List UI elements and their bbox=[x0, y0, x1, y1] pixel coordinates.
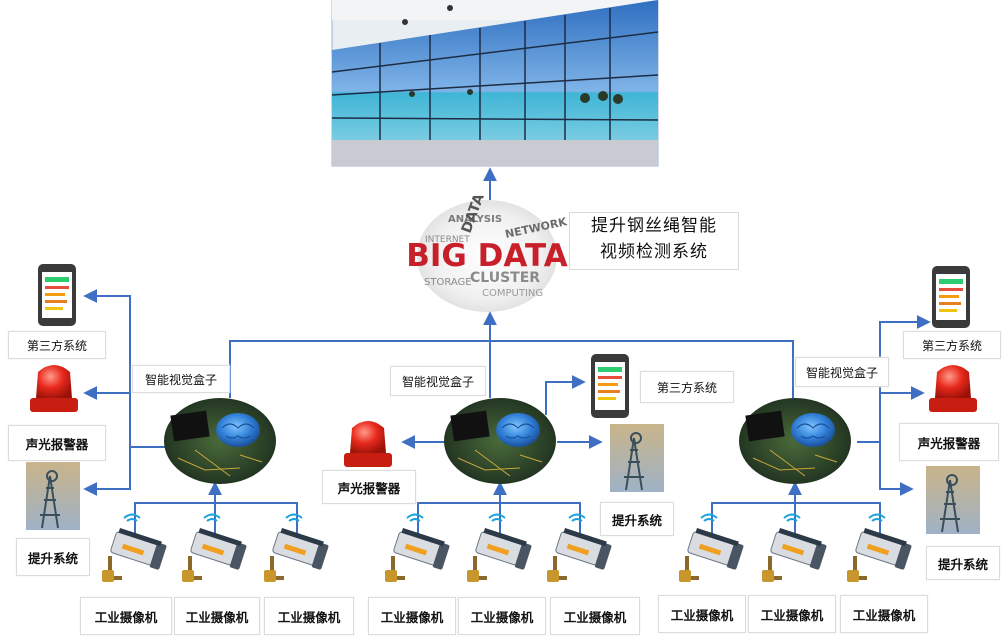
camera-label: 工业摄像机 bbox=[174, 597, 260, 635]
alarm-label-center: 声光报警器 bbox=[322, 470, 416, 504]
camera-label: 工业摄像机 bbox=[840, 595, 928, 633]
system-title: 提升钢丝绳智能 视频检测系统 bbox=[569, 212, 739, 270]
alarm-light-icon bbox=[344, 421, 392, 467]
brain-icon bbox=[496, 413, 540, 447]
third-party-label-center: 第三方系统 bbox=[640, 371, 734, 403]
cameras bbox=[102, 513, 912, 582]
system-title-line2: 视频检测系统 bbox=[600, 242, 708, 262]
camera-icon bbox=[762, 513, 827, 582]
camera-label: 工业摄像机 bbox=[264, 597, 354, 635]
big-data-title: BIG DATA bbox=[406, 238, 567, 274]
camera-icon bbox=[679, 513, 744, 582]
vision-box-label-right: 智能视觉盒子 bbox=[795, 357, 889, 387]
phone-icon bbox=[932, 266, 970, 328]
brain-icon bbox=[216, 413, 260, 447]
hoist-tower-icon bbox=[26, 462, 80, 530]
big-data-word: ANALYSIS bbox=[448, 214, 502, 225]
camera-icon bbox=[385, 513, 450, 582]
vision-box-label-left: 智能视觉盒子 bbox=[132, 365, 230, 393]
camera-icon bbox=[102, 513, 167, 582]
hoist-tower-icon bbox=[610, 424, 664, 492]
video-wall-image bbox=[331, 0, 659, 167]
alarm-label-right: 声光报警器 bbox=[899, 423, 999, 461]
camera-icon bbox=[847, 513, 912, 582]
hoist-label-left: 提升系统 bbox=[16, 538, 90, 576]
camera-label: 工业摄像机 bbox=[550, 597, 640, 635]
third-party-label-right: 第三方系统 bbox=[903, 331, 1001, 359]
hoist-tower-icon bbox=[926, 466, 980, 534]
alarm-light-icon bbox=[929, 365, 977, 412]
camera-label: 工业摄像机 bbox=[368, 597, 456, 635]
camera-label: 工业摄像机 bbox=[458, 597, 546, 635]
camera-icon bbox=[467, 513, 532, 582]
third-party-label-left: 第三方系统 bbox=[8, 331, 106, 359]
big-data-sphere: BIG DATA ANALYSIS INTERNET NETWORK STORA… bbox=[406, 192, 568, 312]
vision-box-label-center: 智能视觉盒子 bbox=[390, 366, 486, 396]
camera-label: 工业摄像机 bbox=[80, 597, 172, 635]
camera-label: 工业摄像机 bbox=[658, 595, 746, 633]
hoist-label-right: 提升系统 bbox=[926, 546, 1000, 580]
camera-label: 工业摄像机 bbox=[748, 595, 836, 633]
phone-icon bbox=[591, 354, 629, 418]
phone-icon bbox=[38, 264, 76, 326]
alarm-label-left: 声光报警器 bbox=[8, 425, 106, 461]
camera-icon bbox=[547, 513, 612, 582]
system-title-line1: 提升钢丝绳智能 bbox=[591, 216, 717, 236]
camera-icon bbox=[182, 513, 247, 582]
hoist-label-center: 提升系统 bbox=[600, 502, 674, 536]
camera-icon bbox=[264, 513, 329, 582]
vision-box-right bbox=[739, 398, 851, 484]
vision-box-left bbox=[164, 398, 276, 484]
brain-icon bbox=[791, 413, 835, 447]
big-data-word: COMPUTING bbox=[482, 288, 543, 299]
big-data-word: INTERNET bbox=[425, 235, 470, 245]
big-data-word: STORAGE bbox=[424, 277, 472, 288]
alarm-light-icon bbox=[30, 365, 78, 412]
vision-box-center bbox=[444, 398, 556, 484]
big-data-word: CLUSTER bbox=[470, 270, 540, 286]
